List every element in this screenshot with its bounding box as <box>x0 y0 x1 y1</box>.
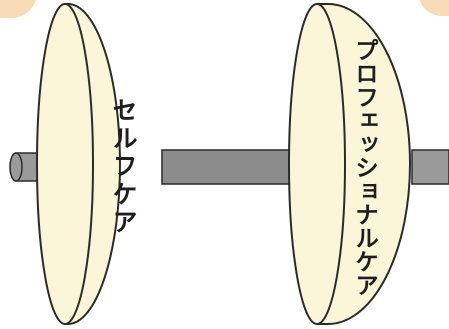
left-plate-inner-edge <box>64 3 94 325</box>
right-plate <box>288 3 411 325</box>
right-plate-inner-edge <box>316 3 346 325</box>
professional-care-label: プロフェッショナルケア <box>351 37 379 297</box>
bar-end-left-cap <box>9 152 23 182</box>
corner-accent-right <box>420 0 449 16</box>
corner-accent-left <box>0 0 36 18</box>
right-plate-body <box>288 3 411 325</box>
left-plate <box>36 3 121 325</box>
self-care-label: セルフケア <box>109 97 138 237</box>
bar-end-right <box>411 149 449 185</box>
